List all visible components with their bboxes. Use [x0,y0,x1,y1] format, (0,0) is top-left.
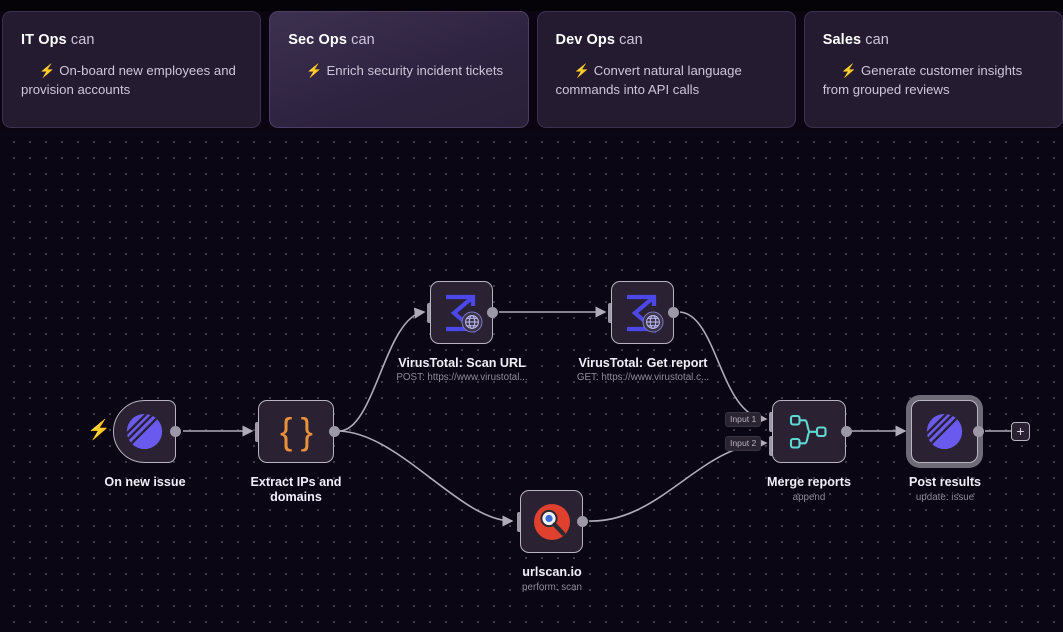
lightning-icon: ⚡ [39,63,56,78]
node-post-results[interactable] [908,400,984,463]
output-port[interactable] [577,516,588,527]
top-bar [0,0,1063,11]
suggestion-card-body: ⚡Generate customer insights from grouped… [823,61,1046,100]
node-on-new-issue[interactable] [113,400,181,463]
suggestion-card-body: ⚡Convert natural language commands into … [556,61,779,100]
node-virustotal-get-report[interactable] [608,281,679,344]
suggestion-card-suffix: can [619,32,643,48]
suggestion-card-role: Sales [822,32,862,48]
suggestion-card-text: Enrich security incident tickets [326,63,504,78]
suggestion-card-sec-ops[interactable]: Sec Ops can ⚡Enrich security incident ti… [269,11,529,128]
add-node-button[interactable]: + [1011,422,1030,441]
node-box[interactable] [772,400,846,463]
output-port[interactable] [973,426,984,437]
suggestion-card-title: Dev Ops can [556,32,779,48]
suggestion-card-dev-ops[interactable]: Dev Ops can ⚡Convert natural language co… [536,11,796,128]
node-box[interactable] [520,490,583,553]
node-label-urlscan-io: urlscan.io [522,565,582,579]
workflow-canvas[interactable]: ⚡ On new issue { } Extract IPs and domai… [0,131,1063,632]
output-port[interactable] [841,426,852,437]
suggestion-card-suffix: can [351,32,375,48]
lightning-icon: ⚡ [573,63,590,78]
suggestion-card-title: Sec Ops can [288,32,511,48]
node-sublabel-virustotal-get-report: GET: https://www.virustotal.c... [576,372,710,383]
suggestion-card-suffix: can [70,32,95,48]
code-braces-icon: { } [280,411,313,452]
merge-icon [789,414,827,449]
suggestion-card-body: ⚡On-board new employees and provision ac… [21,61,244,100]
output-port[interactable] [170,426,181,437]
suggestion-card-role: IT Ops [21,32,67,48]
node-box[interactable] [911,400,978,463]
node-box[interactable] [430,281,493,344]
http-request-icon [626,294,663,334]
suggestion-card-text: On-board new employees and provision acc… [21,63,236,98]
trigger-bolt-icon: ⚡ [87,420,111,441]
lightning-icon: ⚡ [840,63,857,78]
suggestion-card-sales[interactable]: Sales can ⚡Generate customer insights fr… [803,11,1063,128]
node-label-post-results: Post results [908,475,982,489]
suggestion-cards: IT Ops can ⚡On-board new employees and p… [0,11,1063,131]
node-sublabel-merge-reports: append [792,492,826,503]
node-label-virustotal-scan-url: VirusTotal: Scan URL [398,356,526,370]
node-box[interactable] [611,281,674,344]
node-label-on-new-issue: On new issue [104,475,186,489]
node-sublabel-post-results: update: issue [915,492,975,503]
linear-logo-icon [126,413,163,450]
node-box[interactable]: { } [258,400,334,463]
linear-logo-icon [926,413,963,450]
suggestion-card-it-ops[interactable]: IT Ops can ⚡On-board new employees and p… [2,11,262,128]
suggestion-card-title: Sales can [823,32,1046,48]
node-merge-reports[interactable] [769,400,852,463]
node-label-extract-ips: Extract IPs and domains [250,475,342,505]
suggestion-card-role: Sec Ops [288,32,347,48]
output-port[interactable] [487,307,498,318]
node-extract-ips[interactable]: { } [255,400,340,463]
node-label-virustotal-get-report: VirusTotal: Get report [578,356,708,370]
suggestion-card-suffix: can [865,32,889,48]
node-sublabel-urlscan-io: perform: scan [522,582,582,593]
input-chip-2: Input 2 [725,436,762,451]
suggestion-card-text: Convert natural language commands into A… [555,63,742,98]
output-port[interactable] [668,307,679,318]
suggestion-card-title: IT Ops can [21,32,244,48]
node-label-merge-reports: Merge reports [767,475,851,489]
node-urlscan-io[interactable] [517,490,588,553]
suggestion-card-body: ⚡Enrich security incident tickets [288,61,511,80]
node-sublabel-virustotal-scan-url: POST: https://www.virustotal... [396,372,528,383]
lightning-icon: ⚡ [306,63,323,78]
node-box[interactable] [113,400,176,463]
node-virustotal-scan-url[interactable] [427,281,498,344]
suggestion-card-role: Dev Ops [555,32,616,48]
urlscan-magnifier-icon [533,503,570,540]
input-chip-1: Input 1 [725,412,762,427]
output-port[interactable] [329,426,340,437]
http-request-icon [445,294,482,334]
suggestion-card-text: Generate customer insights from grouped … [822,63,1023,98]
